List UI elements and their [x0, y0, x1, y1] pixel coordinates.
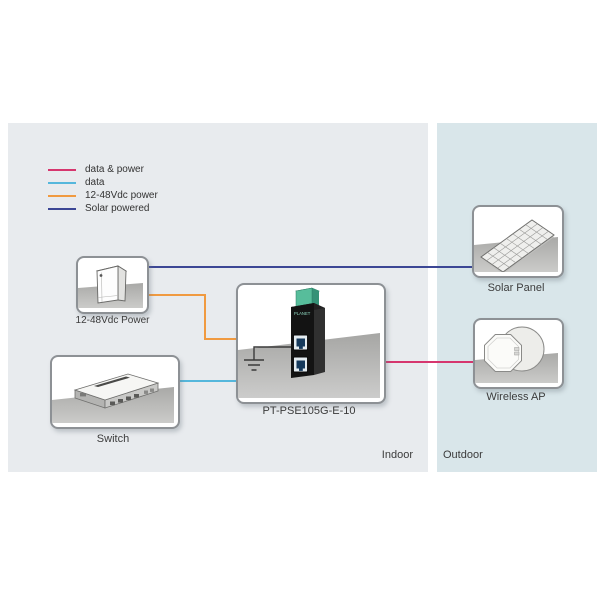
power-supply-label: 12-48Vdc Power	[75, 315, 150, 326]
legend-item-dc-power: 12-48Vdc power	[48, 189, 158, 202]
wireless-ap-icon	[475, 326, 558, 383]
legend-item-data-power: data & power	[48, 163, 158, 176]
solar-panel-label: Solar Panel	[487, 282, 545, 294]
legend-label: 12-48Vdc power	[85, 190, 158, 201]
solar-panel-node	[472, 205, 564, 278]
indoor-zone-label: Indoor	[381, 449, 413, 461]
switch-label: Switch	[96, 433, 130, 445]
switch-icon	[52, 373, 174, 423]
device-brand-text: PLANET	[294, 311, 311, 316]
outdoor-zone-panel	[437, 123, 597, 472]
wireless-ap-label: Wireless AP	[486, 391, 546, 403]
power-supply-node	[76, 256, 149, 314]
wireless-ap-node	[473, 318, 564, 389]
poe-injector-label: PT-PSE105G-E-10	[262, 405, 356, 417]
wire-dc-power	[145, 294, 236, 340]
dc-power-line-swatch	[48, 194, 76, 197]
switch-node	[50, 355, 180, 429]
data-power-line-swatch	[48, 168, 76, 171]
solar-line-swatch	[48, 207, 76, 210]
power-supply-icon	[78, 265, 143, 308]
solar-panel-icon	[474, 219, 558, 272]
ground-symbol	[244, 346, 291, 371]
outdoor-zone-label: Outdoor	[443, 449, 483, 461]
legend-label: data	[85, 177, 105, 188]
poe-injector-node: PLANET	[236, 283, 386, 404]
legend-label: Solar powered	[85, 203, 150, 214]
legend-item-solar: Solar powered	[48, 202, 158, 215]
legend-item-data: data	[48, 176, 158, 189]
legend: data & power data 12-48Vdc power Solar p…	[48, 163, 158, 215]
legend-label: data & power	[85, 164, 144, 175]
poe-injector-icon: PLANET	[238, 287, 380, 398]
data-line-swatch	[48, 181, 76, 184]
